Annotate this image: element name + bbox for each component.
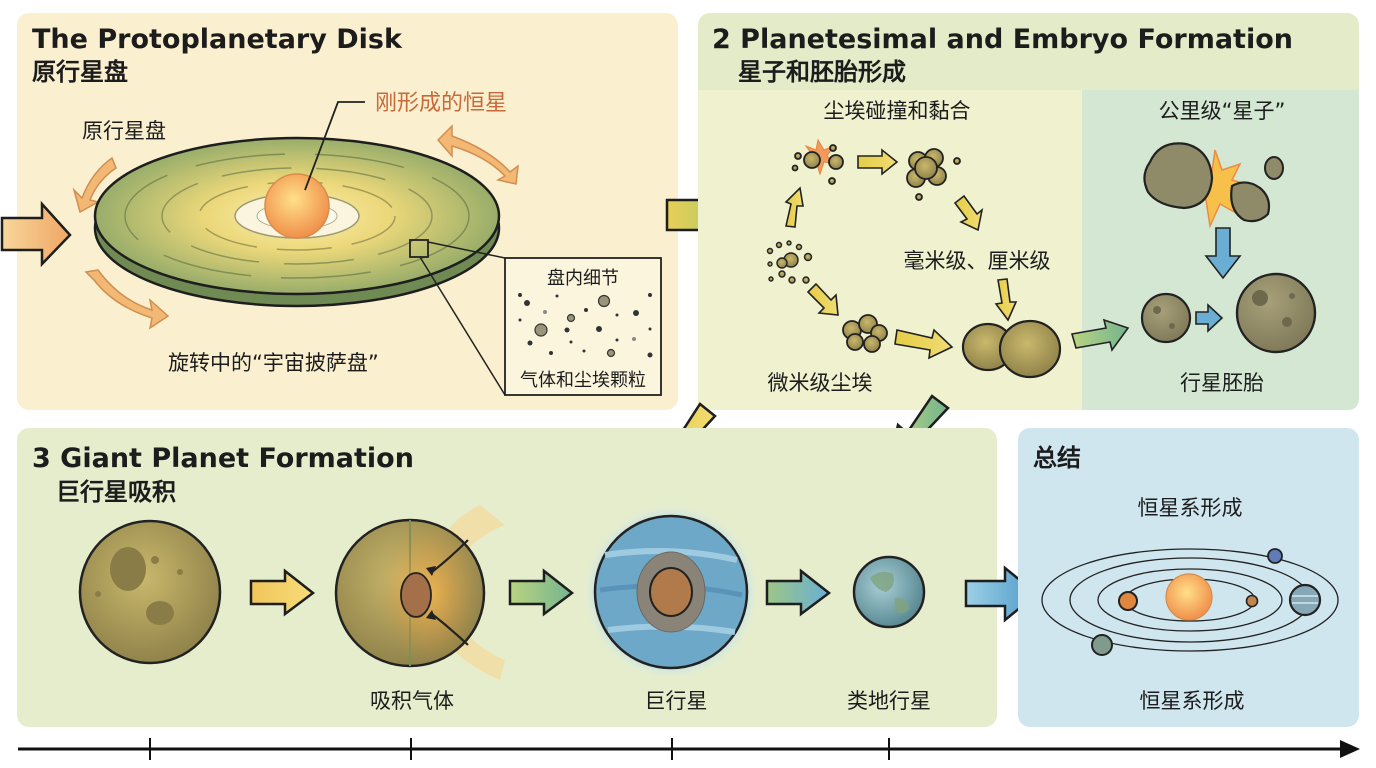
rotation-arrow-icon	[72, 156, 117, 214]
flow-arrow-icon	[806, 282, 839, 316]
planet-embryo-label: 行星胚胎	[1180, 371, 1264, 395]
panel-giant-planet-formation: 3 Giant Planet Formation 巨行星吸积 吸积气体	[17, 428, 997, 727]
zoom-lines	[419, 241, 506, 396]
disk-label: 原行星盘	[82, 119, 166, 143]
panel-title: 总结	[1033, 444, 1081, 472]
flow-arrow-icon	[857, 148, 899, 176]
flow-arrow-icon	[784, 186, 804, 228]
giant-planet-label: 巨行星	[645, 689, 708, 713]
zoom-source-box	[409, 239, 429, 258]
planet-icon	[1288, 583, 1322, 617]
gas-accretion-icon	[334, 505, 505, 680]
giant-planet-icon	[585, 506, 757, 678]
terrestrial-planet-icon	[852, 555, 926, 629]
rotation-arrow-icon	[436, 124, 519, 185]
rotation-arrow-icon	[84, 269, 170, 330]
small-embryo-icon	[1140, 292, 1192, 344]
panel-title: 3 Giant Planet Formation	[32, 443, 414, 474]
micron-dust-icon	[766, 240, 813, 284]
solar-system-label-bottom: 恒星系形成	[1140, 689, 1245, 713]
young-star-label: 刚形成的恒星	[375, 91, 507, 116]
flow-arrow-icon	[994, 278, 1018, 322]
panel-protoplanetary-disk: The Protoplanetary Disk 原行星盘 刚形成的恒星 原行星盘…	[0, 13, 678, 410]
dust-collision-icon	[791, 138, 844, 185]
solar-system-label-top: 恒星系形成	[1138, 496, 1243, 520]
planet-icon	[1091, 634, 1113, 656]
planet-icon	[1245, 594, 1259, 608]
panel-subtitle: 星子和胚胎形成	[738, 58, 906, 86]
dust-particles-icon	[518, 293, 653, 358]
sun-icon	[1165, 573, 1213, 621]
inset-caption: 气体和尘埃颗粒	[520, 370, 646, 391]
panel-title: 2 Planetesimal and Embryo Formation	[712, 24, 1293, 55]
terrestrial-planet-label: 类地行星	[847, 689, 931, 713]
crater	[1282, 317, 1292, 327]
panel-background	[17, 428, 997, 727]
gas-accretion-label: 吸积气体	[370, 689, 454, 713]
planetesimal-collision-icon	[1143, 142, 1284, 229]
inset-title: 盘内细节	[547, 268, 619, 289]
panel-planetesimal-formation: 2 Planetesimal and Embryo Formation 星子和胚…	[698, 13, 1359, 410]
flow-arrow-in-icon	[0, 200, 72, 268]
collision-label: 尘埃碰撞和黏合	[824, 99, 971, 123]
flow-arrow-icon	[249, 568, 316, 617]
rocky-core-icon	[78, 519, 222, 665]
dust-clump-icon	[842, 314, 888, 353]
disk-detail-inset: 盘内细节 气体和尘埃颗粒	[504, 257, 662, 396]
panel-title: The Protoplanetary Disk	[32, 24, 403, 55]
planet-band	[1292, 595, 1318, 604]
km-planetesimal-label: 公里级“星子”	[1159, 99, 1286, 123]
flow-arrow-icon	[1070, 318, 1130, 352]
panel-subtitle: 巨行星吸积	[56, 478, 176, 506]
panel-summary: 总结 恒星系形成 恒星系形成	[1018, 428, 1359, 727]
planet-icon	[1267, 548, 1283, 564]
young-star-icon	[264, 173, 330, 239]
flow-arrow-icon	[508, 568, 575, 617]
mm-cm-label: 毫米级、厘米级	[904, 249, 1051, 273]
planet-embryo-icon	[1235, 272, 1317, 354]
flow-arrow-icon	[765, 568, 832, 617]
rotating-disk-label: 旋转中的“宇宙披萨盘”	[168, 351, 379, 375]
planet-icon	[1118, 591, 1138, 611]
flow-arrow-icon	[953, 194, 984, 232]
flow-arrow-icon	[1195, 303, 1224, 333]
crater	[1153, 306, 1161, 314]
dust-clump-icon	[906, 148, 961, 201]
merging-pebbles-icon	[961, 319, 1062, 379]
panel-subtitle: 原行星盘	[32, 58, 128, 86]
flow-arrow-icon	[894, 328, 954, 360]
flow-arrow-down-icon	[1204, 227, 1242, 280]
crater	[1252, 290, 1268, 306]
timeline-axis	[18, 738, 1344, 760]
timeline-arrowhead-icon	[1340, 740, 1360, 758]
micron-dust-label: 微米级尘埃	[768, 371, 873, 395]
crater	[1169, 323, 1175, 329]
crater	[1289, 293, 1295, 299]
leader-line	[304, 101, 365, 191]
